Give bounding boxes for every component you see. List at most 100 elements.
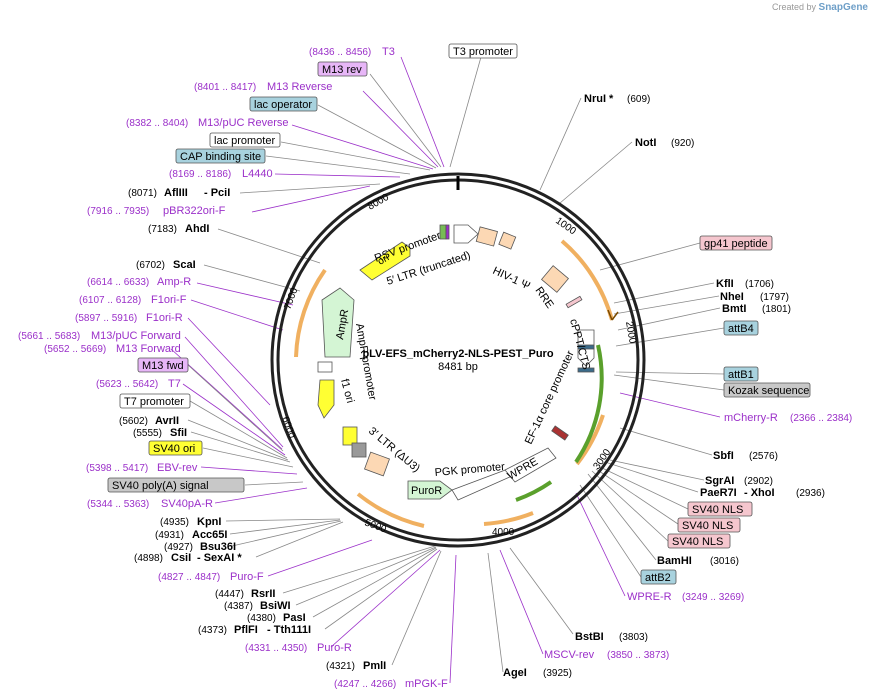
nhei-pos: (1797) <box>760 292 789 303</box>
nhei-label: NheI <box>720 291 744 303</box>
lac-operator-label: lac operator <box>254 99 312 111</box>
m13f-range: (5652 .. 5669) <box>44 344 106 355</box>
nrui-pos: (609) <box>627 94 650 105</box>
tth111i-label: - Tth111I <box>267 624 311 636</box>
msciv-range: (3850 .. 3873) <box>607 650 669 661</box>
feature-rsv <box>453 224 479 244</box>
t3-range: (8436 .. 8456) <box>309 47 371 58</box>
mcherryr-label: mCherry-R <box>724 412 778 424</box>
feature-gp41 <box>565 295 583 309</box>
lac-promoter-label: lac promoter <box>214 135 275 147</box>
t7-promoter-label: T7 promoter <box>124 396 184 408</box>
bmti-pos: (1801) <box>762 304 791 315</box>
kfli-pos: (1706) <box>745 279 774 290</box>
sfii-label: SfiI <box>170 427 187 439</box>
sv40polya-label: SV40 poly(A) signal <box>112 480 209 492</box>
l4440-label: L4440 <box>242 168 273 180</box>
wprer-range: (3249 .. 3269) <box>682 592 744 603</box>
pmli-label: PmlI <box>363 660 386 672</box>
feature-puror <box>407 480 453 500</box>
csii-pos: (4898) <box>134 553 163 564</box>
sv40ori-box <box>148 440 203 456</box>
attb4-box <box>723 320 759 336</box>
bstbi-pos: (3803) <box>619 632 648 643</box>
noti-label: NotI <box>635 137 656 149</box>
sv40nls-box-1 <box>687 501 753 517</box>
cap-label: CAP binding site <box>180 151 261 163</box>
feature-sv40pa <box>351 442 367 458</box>
rsrii-pos: (4447) <box>215 589 244 600</box>
feature-ltr3 <box>364 451 390 477</box>
attb1-box <box>723 366 759 382</box>
m13rev-box <box>317 61 368 77</box>
ebv-range: (5398 .. 5417) <box>86 463 148 474</box>
ampr-range: (6614 .. 6633) <box>87 277 149 288</box>
label-hiv: HIV-1 Ψ <box>491 265 532 293</box>
sfii-pos: (5555) <box>133 428 162 439</box>
sv40nls-label-1: SV40 NLS <box>692 504 743 516</box>
purof-range: (4827 .. 4847) <box>158 572 220 583</box>
f1orif-range: (6107 .. 6128) <box>79 295 141 306</box>
backbone-outer <box>270 172 646 548</box>
feature-attb1 <box>577 367 595 373</box>
scai-pos: (6702) <box>136 260 165 271</box>
pflfi-label: PflFI <box>234 624 258 636</box>
bamhi-label: BamHI <box>657 555 692 567</box>
pmli-pos: (4321) <box>326 661 355 672</box>
gp41-label: gp41 peptide <box>704 238 768 250</box>
rsrii-label: RsrII <box>251 588 275 600</box>
right-labels: NruI * (609) NotI (920) gp41 peptide Kfl… <box>503 93 852 679</box>
label-ampr: AmpR <box>334 308 351 340</box>
sbfi-label: SbfI <box>713 450 734 462</box>
attb1-label: attB1 <box>728 369 754 381</box>
afliii-pos: (8071) <box>128 188 157 199</box>
kpni-pos: (4935) <box>160 517 189 528</box>
tick-2000: 2000 <box>623 321 638 345</box>
m13pucf-range: (5661 .. 5683) <box>18 331 80 342</box>
feature-nls <box>551 425 569 441</box>
m13fwd-box <box>137 357 189 373</box>
attb4-label: attB4 <box>728 323 754 335</box>
tick-5000: 5000 <box>363 517 388 535</box>
m13reverse-label: M13 Reverse <box>267 81 332 93</box>
bsu36i-label: Bsu36I <box>200 541 236 553</box>
lac-promoter-box <box>209 132 281 148</box>
sv40nls-label-2: SV40 NLS <box>682 520 733 532</box>
ampr-primer-label: Amp-R <box>157 276 191 288</box>
kozak-label: Kozak sequence <box>728 385 809 397</box>
tick-6000: 6000 <box>279 415 297 440</box>
m13puc-rev-label: M13/pUC Reverse <box>198 117 288 129</box>
bstbi-label: BstBI <box>575 631 604 643</box>
feature-shapes <box>317 224 595 501</box>
label-amp-prom: AmpR promoter <box>353 322 378 401</box>
snapgene-credit: Created by SnapGene <box>772 2 868 13</box>
ebv-label: EBV-rev <box>157 462 198 474</box>
sexai-label: - SexAI * <box>197 552 242 564</box>
kfli-label: KflI <box>716 278 734 290</box>
label-ef1a: EF-1α core promoter <box>523 349 577 447</box>
agei-pos: (3925) <box>543 668 572 679</box>
inner-feature-arcs <box>515 344 604 502</box>
feature-wpre <box>504 447 557 483</box>
sv40nls-box-2 <box>677 517 741 533</box>
plasmid-name: pLV-EFS_mCherry2-NLS-PEST_Puro <box>362 348 553 360</box>
credit-prefix: Created by <box>771 2 817 12</box>
attb2-label: attB2 <box>645 572 671 584</box>
feature-amp-prom <box>317 361 333 373</box>
f1orif-label: F1ori-F <box>151 294 187 306</box>
l4440-range: (8169 .. 8186) <box>169 169 231 180</box>
msciv-label: MSCV-rev <box>544 649 595 661</box>
label-f1ori: f1 ori <box>338 378 356 405</box>
lac-operator-box <box>249 96 318 112</box>
t3-promoter-label: T3 promoter <box>453 46 513 58</box>
pcii-label: - PciI <box>204 187 230 199</box>
pasi-label: PasI <box>283 612 306 624</box>
f1orir-label: F1ori-R <box>146 312 183 324</box>
csii-label: CsiI <box>171 552 191 564</box>
sv40par-range: (5344 .. 5363) <box>87 499 149 510</box>
agei-label: AgeI <box>503 667 527 679</box>
puror-range: (4331 .. 4350) <box>245 643 307 654</box>
nrui-label: NruI * <box>584 93 614 105</box>
feature-m13 <box>445 224 450 240</box>
